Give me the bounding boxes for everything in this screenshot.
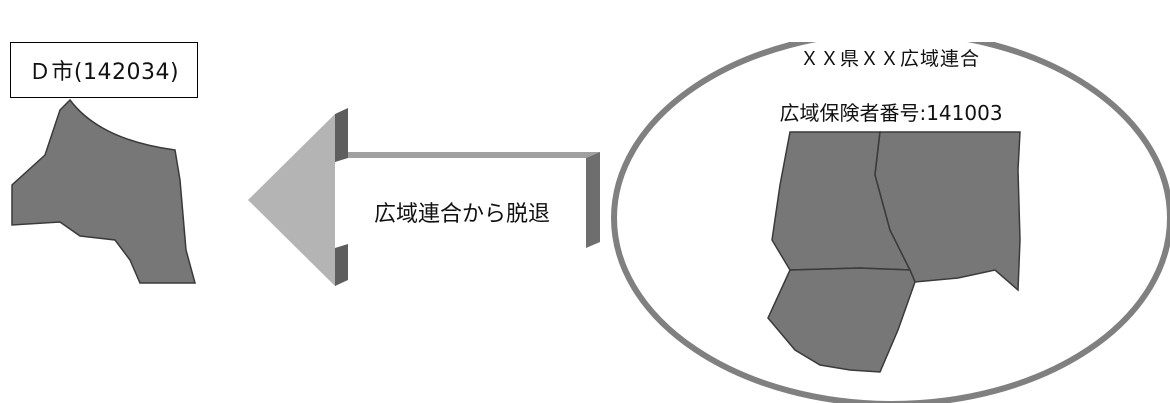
arrow-shaft-face bbox=[332, 158, 586, 248]
arrow-label-box: 広域連合から脱退 bbox=[346, 180, 578, 244]
city-label: Ｄ市(142034) bbox=[28, 60, 180, 85]
region-upper-right bbox=[874, 131, 1021, 292]
union-regions bbox=[767, 131, 1021, 373]
arrow-head-bottom-bevel bbox=[335, 244, 348, 286]
city-d-region bbox=[11, 98, 196, 284]
arrow-head bbox=[248, 114, 335, 286]
union-insurer-number: 広域保険者番号:141003 bbox=[756, 96, 1026, 130]
city-label-box: Ｄ市(142034) bbox=[10, 42, 198, 98]
arrow-label: 広域連合から脱退 bbox=[373, 202, 550, 227]
withdrawal-arrow bbox=[248, 108, 600, 286]
union-name: ＸＸ県ＸＸ広域連合 bbox=[799, 48, 980, 70]
ellipse-top-gap bbox=[752, 22, 1018, 42]
arrow-head-top bbox=[335, 108, 348, 162]
arrow-shaft-top bbox=[332, 152, 600, 158]
region-lower bbox=[767, 267, 916, 373]
arrow-shaft-end bbox=[586, 152, 600, 248]
